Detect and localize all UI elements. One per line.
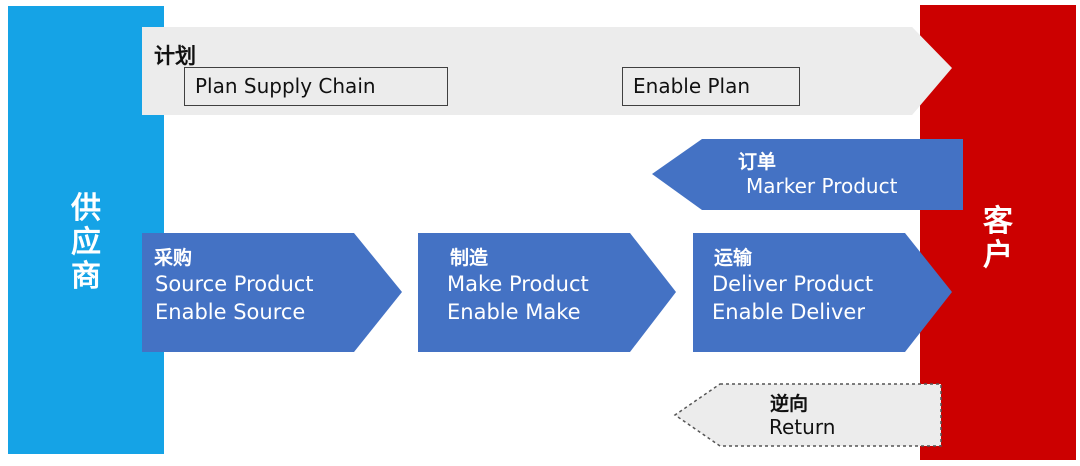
deliver-line2: Enable Deliver — [712, 300, 865, 324]
supplier-char-2: 应 — [71, 225, 101, 260]
plan-supply-chain-box: Plan Supply Chain — [184, 67, 448, 106]
order-arrow — [652, 139, 963, 210]
supplier-char-1: 供 — [71, 191, 101, 226]
customer-char-2: 户 — [983, 238, 1013, 273]
supplier-bar: 供 应 商 — [8, 6, 164, 454]
customer-bar: 客 户 — [920, 5, 1076, 460]
deliver-line1: Deliver Product — [712, 272, 874, 296]
make-title: 制造 — [450, 247, 489, 269]
plan-arrow-tip — [912, 27, 954, 115]
customer-label: 客 户 — [920, 205, 1076, 273]
return-arrow — [672, 382, 944, 448]
return-line1: Return — [769, 415, 836, 439]
deliver-title: 运输 — [714, 247, 753, 269]
make-line2: Enable Make — [447, 300, 581, 324]
deliver-arrow — [693, 233, 954, 352]
plan-title: 计划 — [154, 44, 196, 68]
source-arrow — [142, 233, 404, 352]
source-title: 采购 — [154, 247, 193, 269]
return-title: 逆向 — [770, 393, 809, 415]
source-line1: Source Product — [155, 272, 314, 296]
source-line2: Enable Source — [155, 300, 306, 324]
supplier-char-3: 商 — [71, 259, 101, 294]
customer-char-1: 客 — [983, 204, 1013, 239]
order-title: 订单 — [738, 151, 777, 173]
make-line1: Make Product — [447, 272, 589, 296]
order-line1: Marker Product — [746, 174, 898, 198]
supplier-label: 供 应 商 — [8, 192, 164, 294]
plan-arrow — [142, 27, 954, 115]
enable-plan-box: Enable Plan — [622, 67, 800, 106]
make-arrow — [418, 233, 678, 352]
